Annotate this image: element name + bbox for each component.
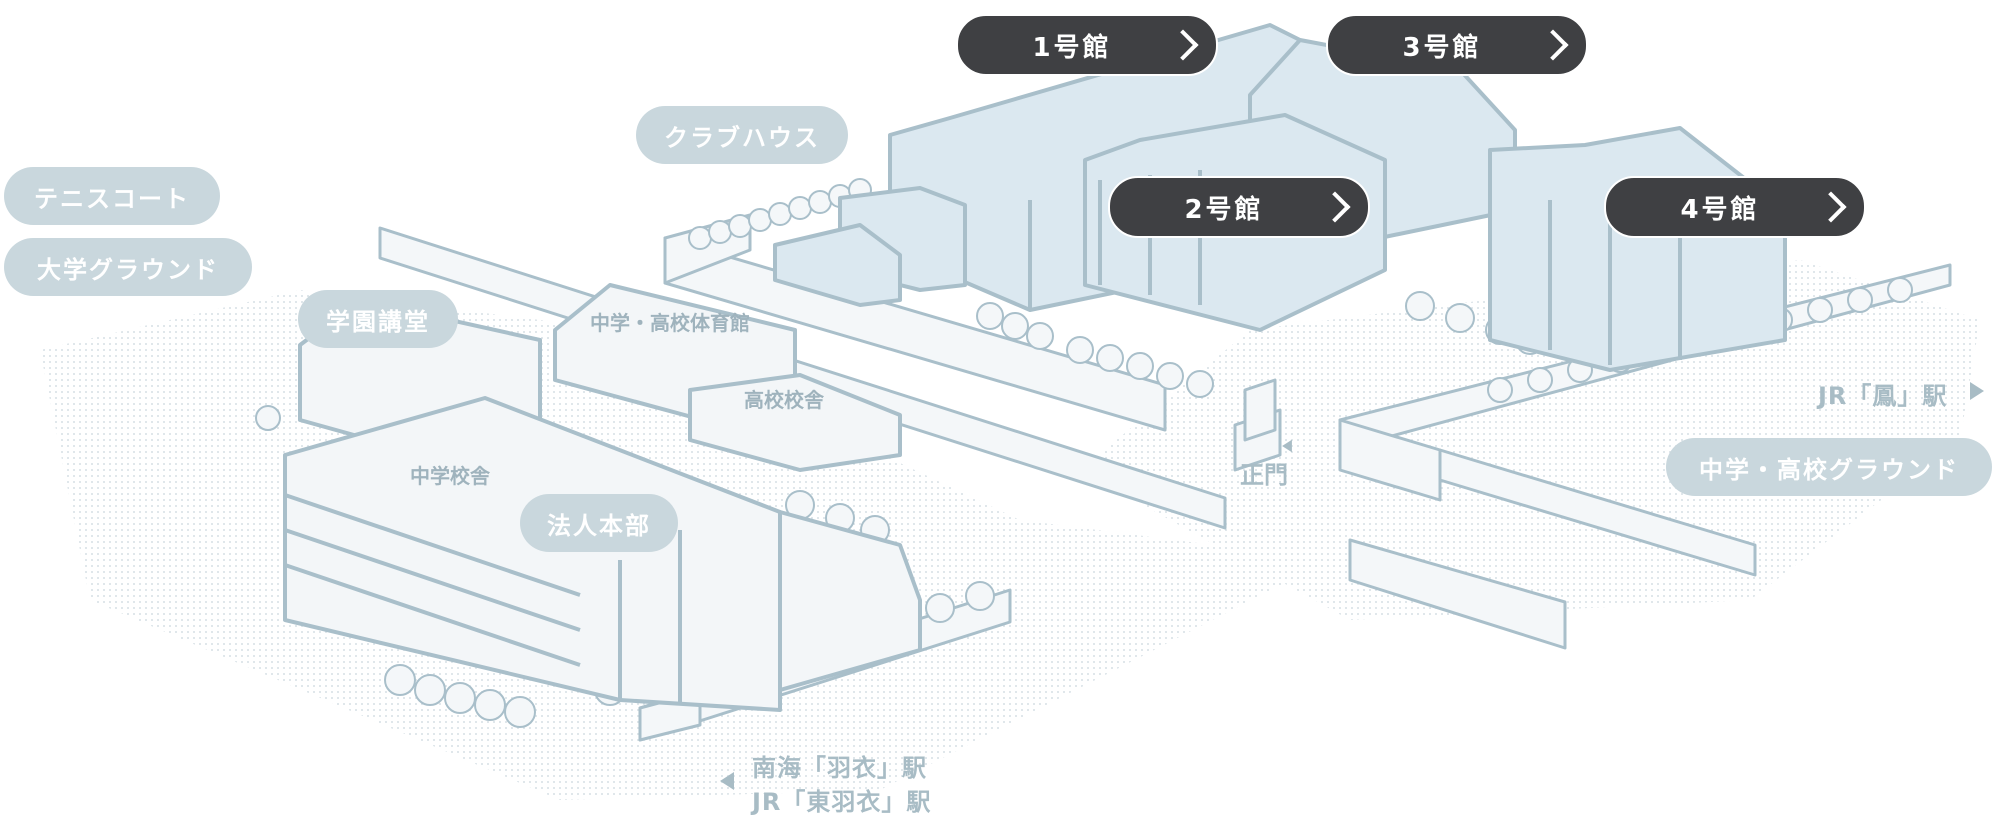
building-3-label: 3号館 — [1402, 32, 1482, 63]
gate-triangle-left-icon — [1282, 439, 1292, 453]
triangle-right-icon — [1970, 382, 1984, 400]
hs-building-shape — [688, 373, 902, 472]
nankai-hagoromo-direction: 南海「羽衣」駅 — [752, 754, 927, 782]
building-2-button[interactable]: 2号館 — [1108, 176, 1370, 238]
building-4-label: 4号館 — [1680, 194, 1760, 225]
hs-building-label: 高校校舎 — [744, 388, 824, 412]
building-1-button[interactable]: 1号館 — [956, 14, 1218, 76]
jh-hs-ground-link[interactable]: 中学・高校グラウンド — [1666, 438, 1992, 496]
tennis-court-link[interactable]: テニスコート — [4, 167, 220, 225]
school-buildings-right — [773, 23, 1787, 372]
jr-otori-direction: JR「鳳」駅 — [1818, 382, 1948, 410]
jr-higashi-hagoromo-direction: JR「東羽衣」駅 — [752, 788, 932, 816]
university-ground-link[interactable]: 大学グラウンド — [4, 238, 252, 296]
building-2-label: 2号館 — [1184, 194, 1264, 225]
gakuen-hall-link[interactable]: 学園講堂 — [298, 290, 458, 348]
gym-label: 中学・高校体育館 — [590, 311, 750, 335]
club-house-link[interactable]: クラブハウス — [636, 106, 848, 164]
building-1-label: 1号館 — [1032, 32, 1112, 63]
building-4-shape — [1488, 126, 1787, 372]
jh-building-shape — [283, 396, 782, 712]
headquarters-link[interactable]: 法人本部 — [520, 494, 678, 552]
hall-shape — [778, 510, 922, 692]
jh-building-label: 中学校舎 — [410, 464, 490, 488]
ground-right — [1080, 260, 1980, 620]
building-4-button[interactable]: 4号館 — [1604, 176, 1866, 238]
annex-shape — [773, 223, 902, 307]
main-gate-label: 正門 — [1240, 461, 1288, 489]
building-3-button[interactable]: 3号館 — [1326, 14, 1588, 76]
triangle-left-icon — [720, 772, 734, 790]
